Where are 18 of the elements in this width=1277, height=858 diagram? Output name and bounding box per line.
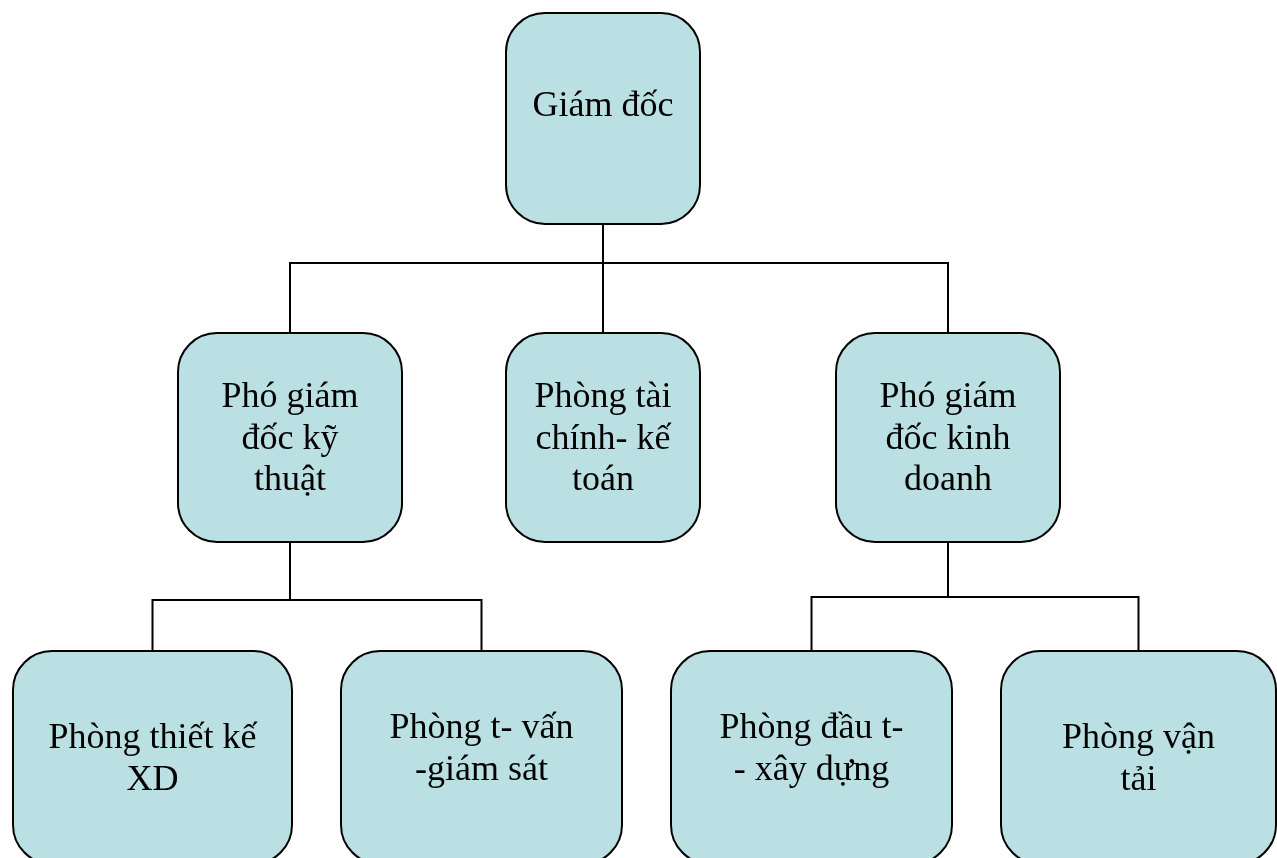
box-label: Phòng đầu t- - xây dựng	[718, 706, 905, 789]
connector-line	[289, 542, 483, 651]
org-box	[505, 12, 701, 225]
org-box	[835, 332, 1061, 543]
org-box	[505, 332, 701, 543]
org-box	[177, 332, 403, 543]
org-box	[1000, 650, 1277, 858]
org-box	[340, 650, 623, 858]
box-label: Phó giám đốc kinh doanh	[878, 375, 1018, 500]
org-box	[12, 650, 293, 858]
box-label: Phòng t- vấn -giám sát	[388, 706, 575, 789]
box-label: Phòng tài chính- kế toán	[533, 375, 673, 500]
connector-line	[947, 542, 1140, 651]
box-label: Giám đốc	[531, 84, 675, 126]
box-label: Phòng vận tải	[1061, 716, 1216, 799]
box-label: Phòng thiết kế XD	[47, 716, 258, 799]
box-label: Phó giám đốc kỹ thuật	[220, 375, 360, 500]
org-box	[670, 650, 953, 858]
